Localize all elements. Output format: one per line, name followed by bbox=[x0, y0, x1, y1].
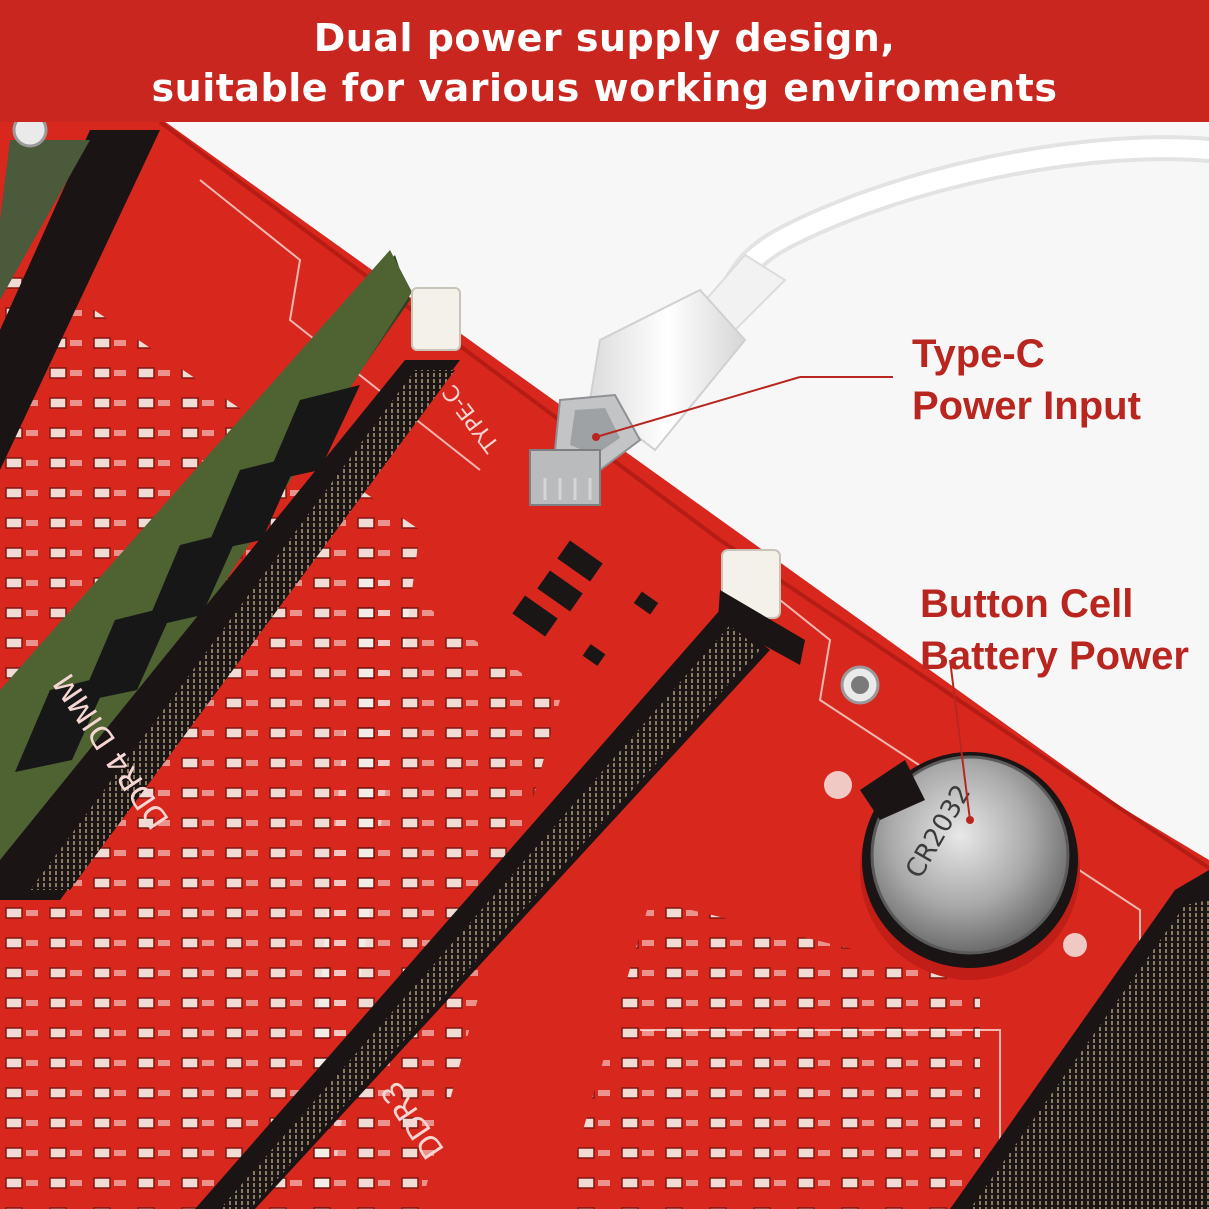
battery-callout-line-2: Battery Power bbox=[920, 634, 1189, 678]
typec-callout-line-1: Type-C bbox=[912, 332, 1045, 376]
battery-callout: Button Cell Battery Power bbox=[920, 578, 1189, 682]
headline-line-2: suitable for various working enviroments bbox=[151, 66, 1058, 110]
battery-callout-line-1: Button Cell bbox=[920, 582, 1134, 626]
typec-callout-line-2: Power Input bbox=[912, 384, 1141, 428]
headline-banner: Dual power supply design, suitable for v… bbox=[0, 0, 1209, 122]
typec-callout: Type-C Power Input bbox=[912, 328, 1141, 432]
headline-line-1: Dual power supply design, bbox=[313, 16, 896, 60]
